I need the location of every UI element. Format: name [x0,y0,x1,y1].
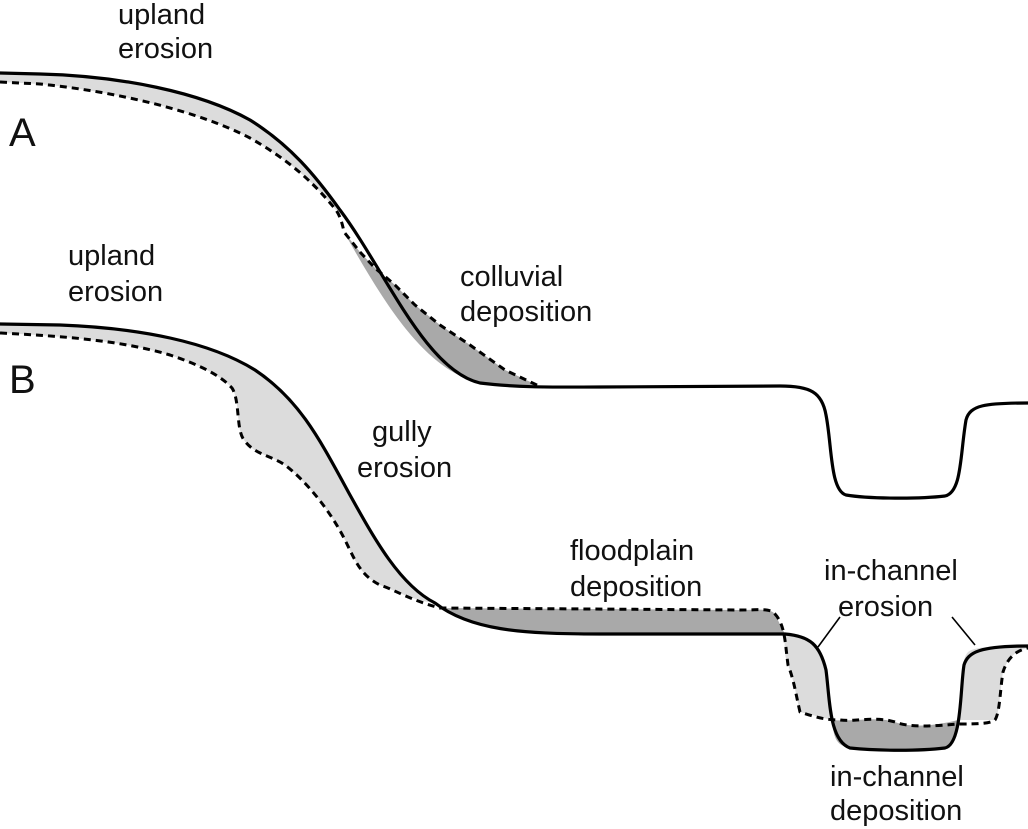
deposition-area-a-colluvial [344,232,541,387]
label-line: gully [372,416,432,448]
leader-line-left [817,616,841,648]
label-line: deposition [460,296,592,328]
label-in-channel-erosion: in-channel erosion [824,555,958,623]
label-line: erosion [68,276,163,308]
label-line: in-channel [830,761,964,793]
erosion-area-b-upland-gully [0,324,435,603]
label-upland-erosion-b: upland erosion [68,240,163,308]
label-gully-erosion: gully erosion [357,416,452,484]
panel-label-b: B [9,358,36,402]
profile-b [0,322,1028,752]
label-line: upland [118,0,205,31]
erosion-area-b-channel-right [958,646,1028,720]
label-line: floodplain [570,535,694,567]
label-line: erosion [118,33,213,65]
label-upland-erosion-a: upland erosion [118,0,213,65]
panel-label-a: A [9,111,36,155]
label-line: deposition [570,571,702,603]
label-line: colluvial [460,261,563,293]
label-line: upland [68,240,155,272]
leader-line-right [951,616,976,646]
profile-a [0,71,1028,500]
new-surface-line-b [0,331,1028,728]
original-surface-line-a [0,71,1028,500]
erosion-area-a-upland [0,73,340,210]
label-line: erosion [357,452,452,484]
label-floodplain-deposition: floodplain deposition [570,535,702,603]
deposition-area-b-channel [832,719,958,751]
label-in-channel-deposition: in-channel deposition [830,761,964,827]
original-surface-line-b [0,322,1028,752]
label-line: erosion [838,591,933,623]
label-line: deposition [830,795,962,827]
label-colluvial-deposition: colluvial deposition [460,261,592,328]
label-line: in-channel [824,555,958,587]
new-surface-line-a [0,80,542,389]
